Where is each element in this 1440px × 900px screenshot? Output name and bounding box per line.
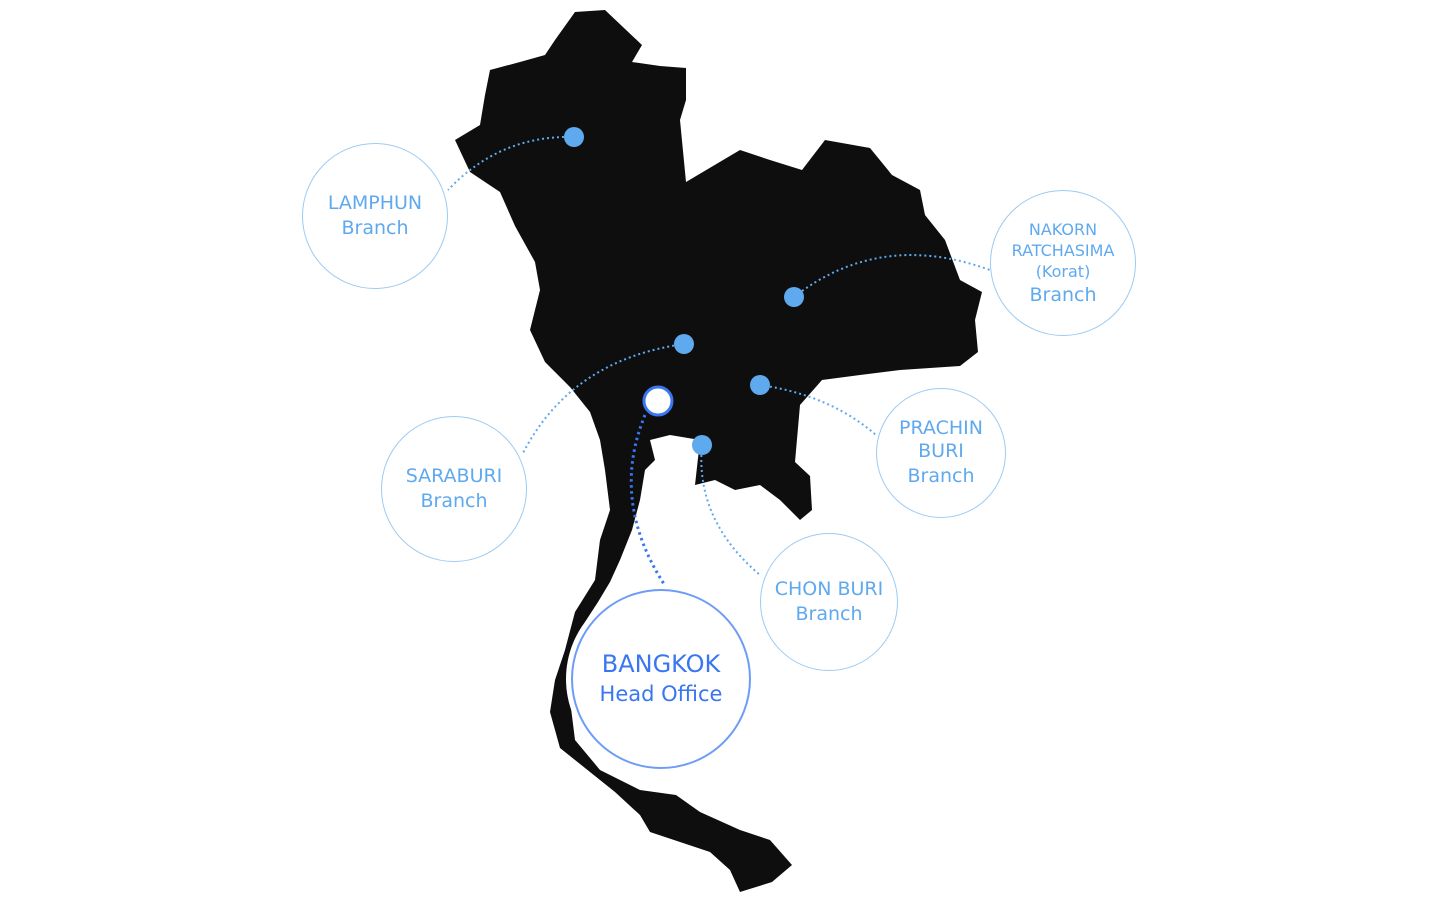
connector-lamphun	[447, 135, 575, 191]
marker-nakorn[interactable]	[784, 287, 804, 307]
connector-nakorn	[793, 254, 991, 298]
marker-prachin[interactable]	[750, 375, 770, 395]
branch-name: NAKORN	[1028, 219, 1098, 239]
branch-label: Branch	[907, 465, 975, 487]
head-office-label: Head Office	[599, 682, 723, 706]
marker-bangkok[interactable]	[642, 385, 674, 417]
connector-prachin	[759, 384, 877, 436]
branch-chon-buri[interactable]: CHON BURI Branch	[760, 533, 898, 671]
branch-name: SARABURI	[405, 464, 503, 487]
branch-name: BURI	[918, 440, 964, 462]
branch-saraburi[interactable]: SARABURI Branch	[381, 416, 527, 562]
marker-chonburi[interactable]	[692, 435, 712, 455]
marker-saraburi[interactable]	[674, 334, 694, 354]
branch-lamphun[interactable]: LAMPHUN Branch	[302, 143, 448, 289]
thailand-landmass	[455, 10, 982, 892]
branch-label: Branch	[341, 216, 409, 239]
head-office-bangkok[interactable]: BANGKOK Head Office	[571, 589, 751, 769]
head-office-name: BANGKOK	[601, 650, 721, 678]
branch-name: CHON BURI	[774, 577, 884, 600]
branch-name: LAMPHUN	[327, 191, 423, 214]
branch-label: Branch	[1029, 283, 1097, 306]
branch-name: (Korat)	[1035, 261, 1091, 281]
connector-chonburi	[700, 444, 761, 576]
branch-label: Branch	[795, 602, 863, 625]
branch-name: PRACHIN	[899, 417, 983, 439]
marker-lamphun[interactable]	[564, 127, 584, 147]
branch-nakorn-ratchasima[interactable]: NAKORN RATCHASIMA (Korat) Branch	[990, 190, 1136, 336]
branch-prachin-buri[interactable]: PRACHIN BURI Branch	[876, 388, 1006, 518]
branch-label: Branch	[420, 489, 488, 512]
branch-name: RATCHASIMA	[1011, 240, 1115, 260]
